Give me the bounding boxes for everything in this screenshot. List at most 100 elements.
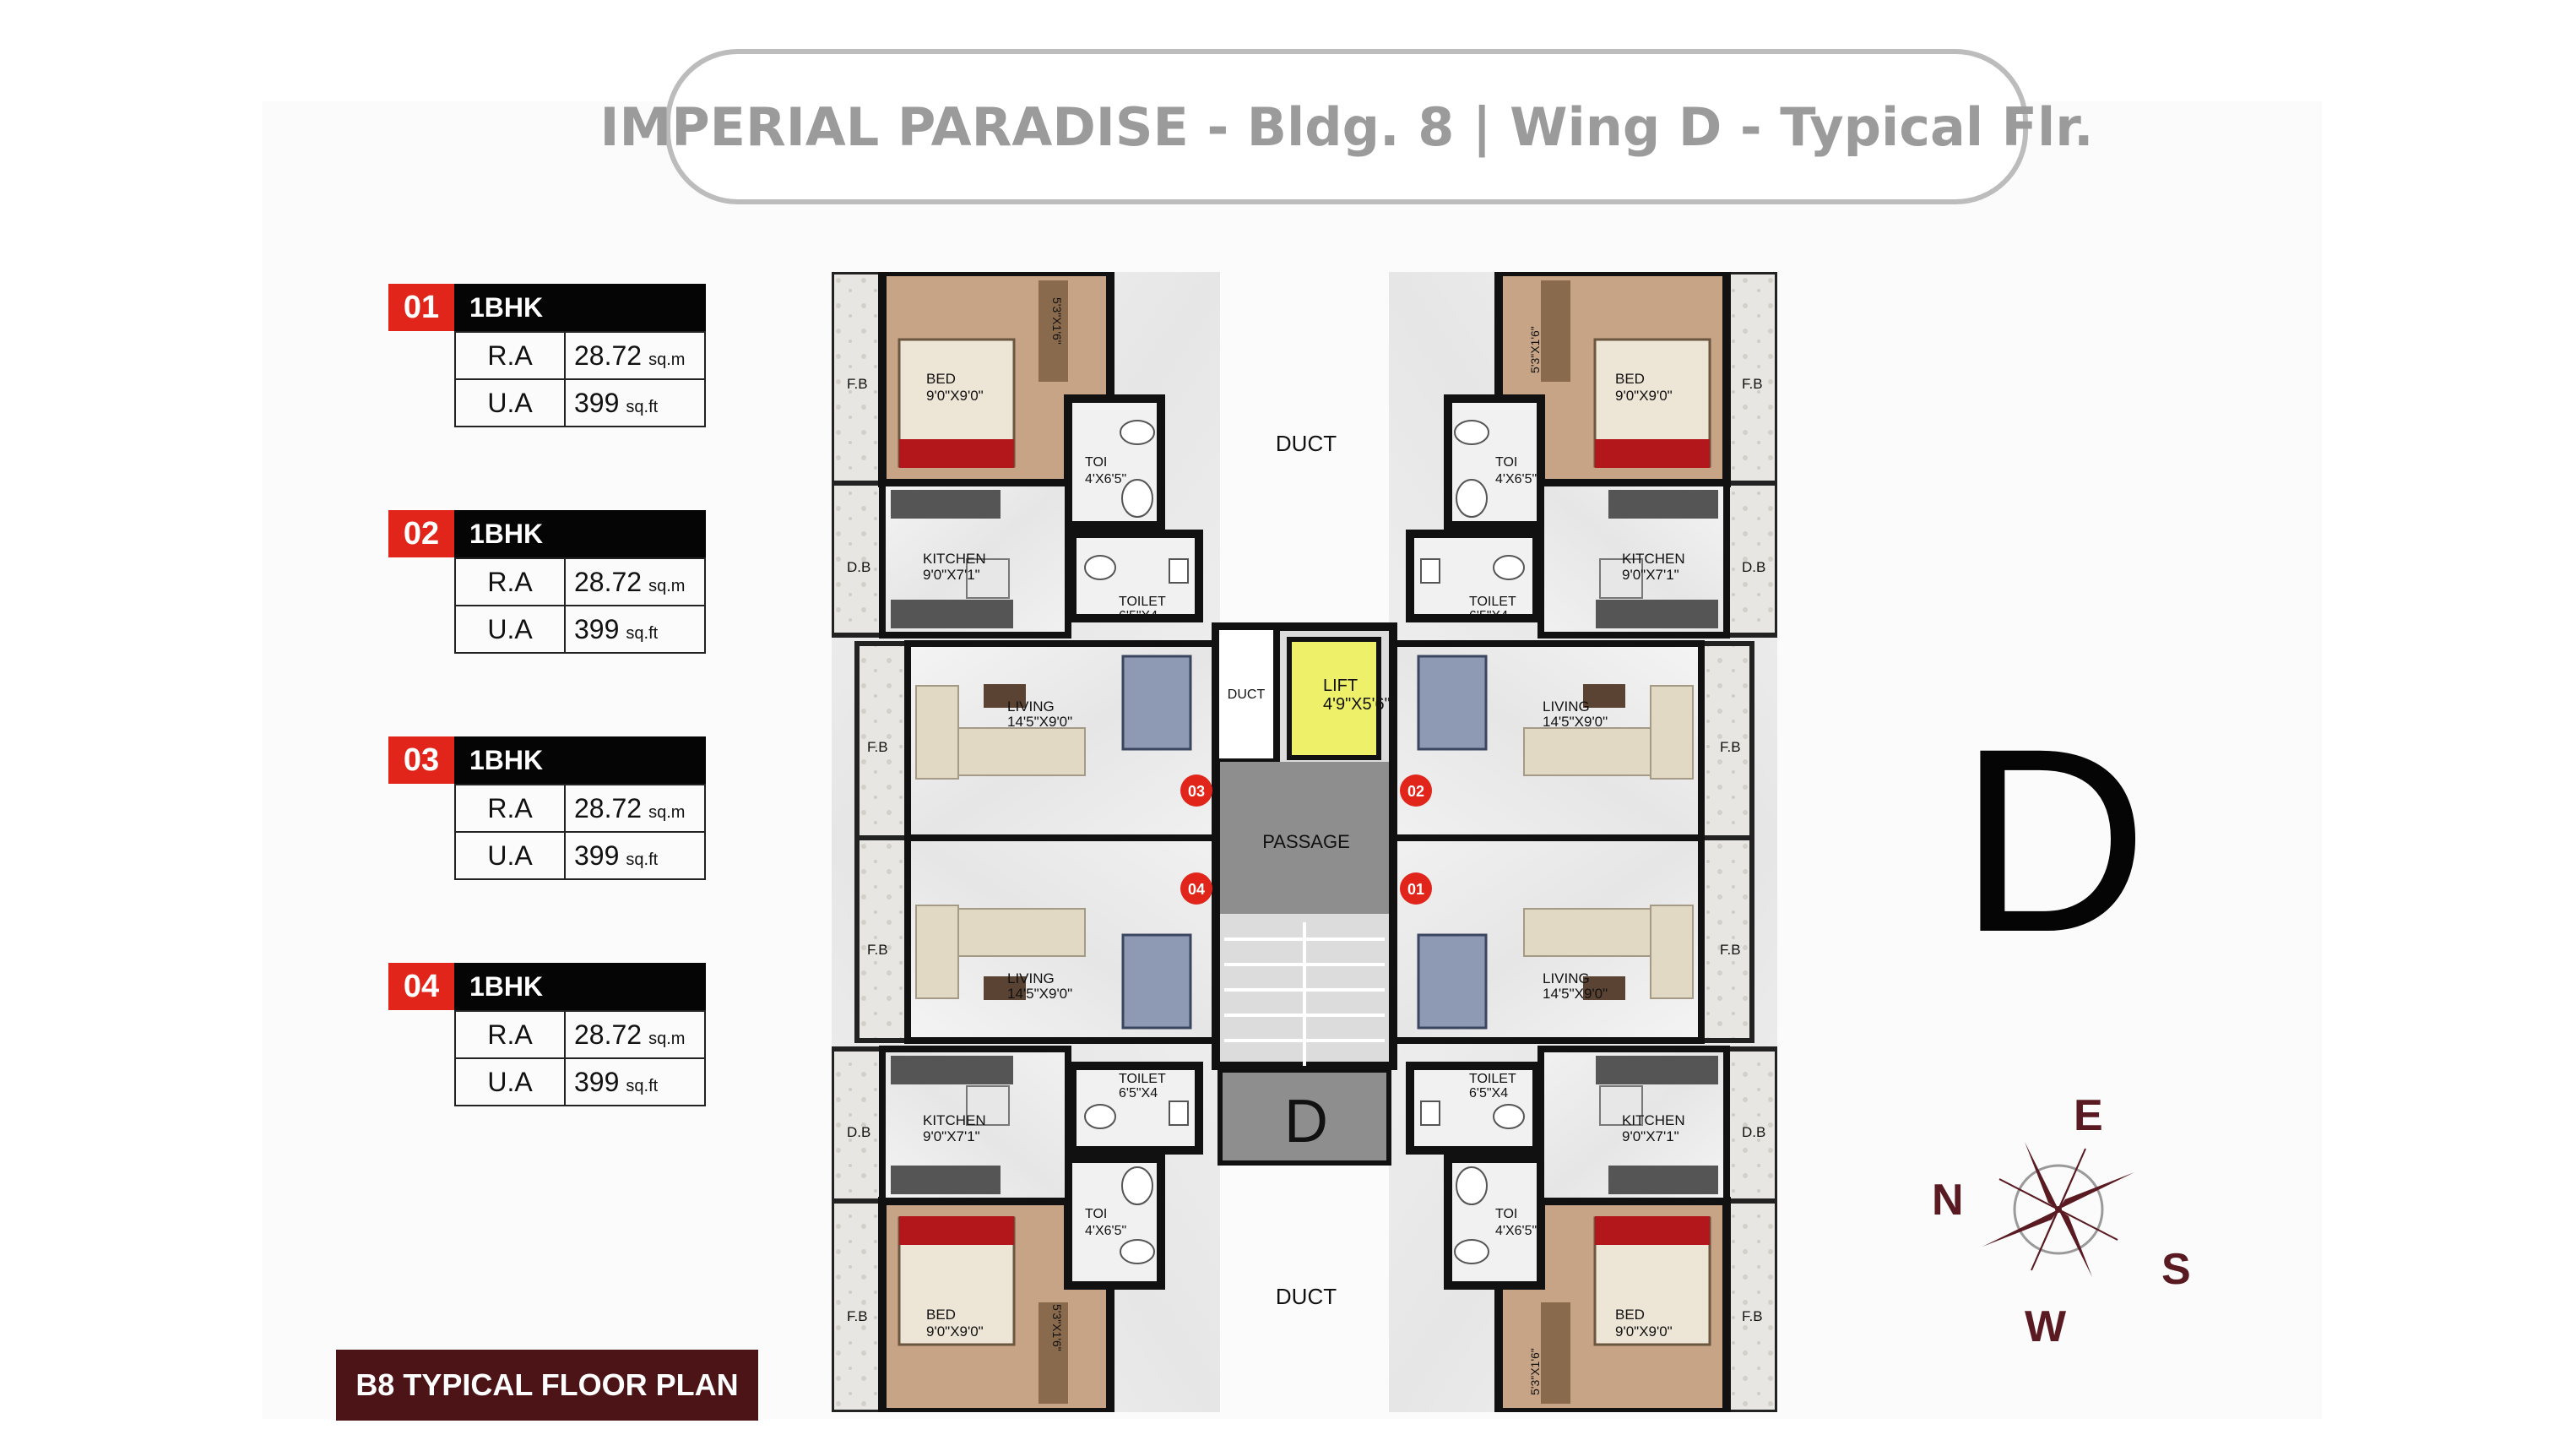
fb-label: F.B: [1720, 739, 1741, 755]
balcony-size: 5'3"X1'6": [1528, 326, 1542, 373]
bed-size: 9'0"X9'0": [926, 1323, 984, 1340]
ua-unit: sq.ft: [626, 397, 659, 416]
compass-east: E: [2074, 1091, 2103, 1140]
ua-label: U.A: [454, 831, 566, 880]
stair-wing-letter: D: [1284, 1088, 1328, 1155]
ua-value: 399: [574, 1066, 620, 1097]
toilet-label: TOILET: [1469, 1072, 1516, 1086]
unit-marker-02: 02: [1400, 774, 1432, 807]
fb-label: F.B: [847, 376, 868, 392]
ra-unit: sq.m: [648, 802, 686, 822]
ra-unit: sq.m: [648, 350, 686, 369]
fb-label: F.B: [1742, 376, 1763, 392]
passage-label: PASSAGE: [1262, 831, 1350, 852]
ra-label: R.A: [454, 331, 566, 380]
ra-label: R.A: [454, 784, 566, 833]
unit-marker-label: 04: [1188, 881, 1205, 898]
duct-label-small: DUCT: [1228, 687, 1266, 702]
title-banner: IMPERIAL PARADISE - Bldg. 8 | Wing D - T…: [599, 49, 2094, 204]
kitchen-size: 9'0"X7'1": [1622, 567, 1679, 583]
unit-marker-label: 01: [1407, 881, 1424, 898]
living-size: 14'5"X9'0": [1007, 714, 1072, 730]
balcony-size: 5'3"X1'6": [1528, 1348, 1542, 1395]
compass-north: N: [1932, 1176, 1964, 1225]
db-label: D.B: [847, 559, 870, 575]
living-label: LIVING: [1007, 970, 1055, 986]
ra-value: 28.72: [574, 340, 643, 371]
balcony-size: 5'3"X1'6": [1050, 297, 1064, 345]
compass-south: S: [2161, 1245, 2191, 1294]
kitchen-size: 9'0"X7'1": [923, 567, 980, 583]
living-label: LIVING: [1007, 698, 1055, 715]
fb-label: F.B: [847, 1308, 868, 1324]
toi-label: TOI: [1495, 455, 1517, 470]
ua-label: U.A: [454, 1057, 566, 1106]
living-label: LIVING: [1543, 970, 1590, 986]
ra-label: R.A: [454, 1010, 566, 1059]
ua-value-cell: 399 sq.ft: [564, 378, 706, 427]
balcony-size: 5'3"X1'6": [1050, 1304, 1064, 1351]
fb-label: F.B: [867, 739, 888, 755]
unit-marker-label: 02: [1407, 783, 1424, 800]
kitchen-label: KITCHEN: [923, 1112, 986, 1128]
compass-west: W: [2025, 1302, 2067, 1351]
ua-value: 399: [574, 840, 620, 871]
db-label: D.B: [1742, 559, 1765, 575]
unit-type: 1BHK: [454, 284, 706, 331]
fb-label: F.B: [1742, 1308, 1763, 1324]
duct-label-top: DUCT: [1276, 431, 1337, 456]
unit-marker-label: 03: [1188, 783, 1205, 800]
ra-unit: sq.m: [648, 1029, 686, 1048]
ra-value: 28.72: [574, 566, 643, 597]
toi-size: 4'X6'5": [1085, 472, 1126, 486]
lift-size: 4'9"X5'6": [1323, 695, 1391, 714]
bed-label: BED: [926, 1307, 956, 1323]
fb-label: F.B: [1720, 942, 1741, 958]
ua-value: 399: [574, 387, 620, 418]
toi-label: TOI: [1495, 1207, 1517, 1221]
toi-size: 4'X6'5": [1085, 1224, 1126, 1238]
unit-number: 04: [388, 963, 454, 1010]
ra-value: 28.72: [574, 1019, 643, 1050]
ra-value-cell: 28.72 sq.m: [564, 331, 706, 380]
fb-label: F.B: [867, 942, 888, 958]
db-label: D.B: [1742, 1124, 1765, 1140]
bed-size: 9'0"X9'0": [1615, 388, 1673, 404]
unit-type: 1BHK: [454, 963, 706, 1010]
unit-marker-01: 01: [1400, 872, 1432, 905]
living-size: 14'5"X9'0": [1543, 986, 1608, 1002]
toilet-size: 6'5"X4: [1469, 1086, 1508, 1100]
bed-label: BED: [1615, 371, 1645, 387]
living-size: 14'5"X9'0": [1007, 986, 1072, 1002]
toilet-label: TOILET: [1119, 595, 1166, 609]
ra-value-cell: 28.72 sq.m: [564, 1010, 706, 1059]
bed-size: 9'0"X9'0": [1615, 1323, 1673, 1340]
unit-marker-03: 03: [1180, 774, 1212, 807]
unit-type: 1BHK: [454, 736, 706, 784]
floor-plan-label: B8 TYPICAL FLOOR PLAN: [336, 1350, 758, 1421]
wing-letter: D: [1959, 693, 2148, 986]
unit-number: 02: [388, 510, 454, 557]
toi-label: TOI: [1085, 455, 1107, 470]
kitchen-label: KITCHEN: [923, 551, 986, 567]
bed-label: BED: [1615, 1307, 1645, 1323]
living-size: 14'5"X9'0": [1543, 714, 1608, 730]
toi-label: TOI: [1085, 1207, 1107, 1221]
ua-value: 399: [574, 613, 620, 644]
lift-label: LIFT: [1323, 677, 1358, 695]
toilet-size: 6'5"X4: [1119, 609, 1158, 623]
kitchen-label: KITCHEN: [1622, 1112, 1685, 1128]
toilet-label: TOILET: [1119, 1072, 1166, 1086]
unit-number: 03: [388, 736, 454, 784]
